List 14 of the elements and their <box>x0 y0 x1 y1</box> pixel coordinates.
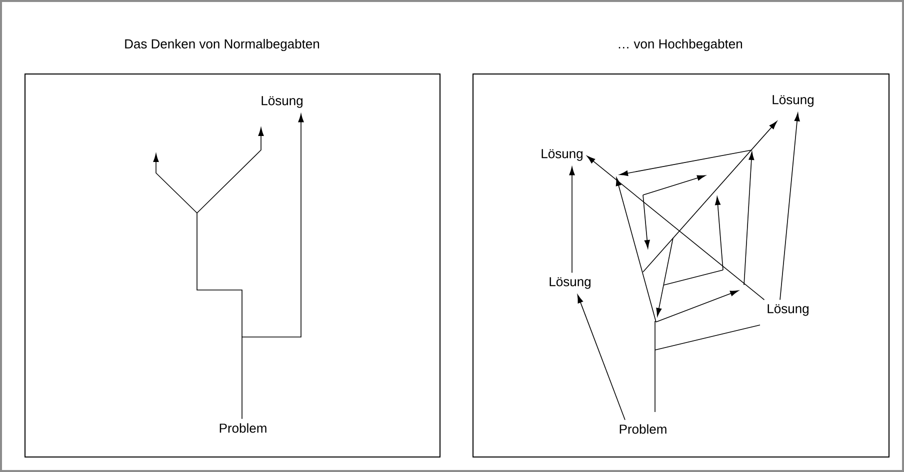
node-label: Lösung <box>262 96 302 108</box>
arrow <box>586 156 765 300</box>
panel-heading: … von Hochbegabten <box>618 38 742 52</box>
node-label: Problem <box>220 423 266 433</box>
node-label: Lösung <box>768 304 808 316</box>
arrow <box>577 294 626 420</box>
arrow <box>569 166 575 274</box>
panel-heading: Das Denken von Normalbegabten <box>125 38 320 52</box>
node-label: Lösung <box>542 149 582 161</box>
arrow <box>780 112 800 300</box>
node-label: Problem <box>620 424 666 434</box>
arrow <box>242 114 304 420</box>
node-label: Lösung <box>550 277 590 289</box>
node-label: Lösung <box>772 95 814 107</box>
